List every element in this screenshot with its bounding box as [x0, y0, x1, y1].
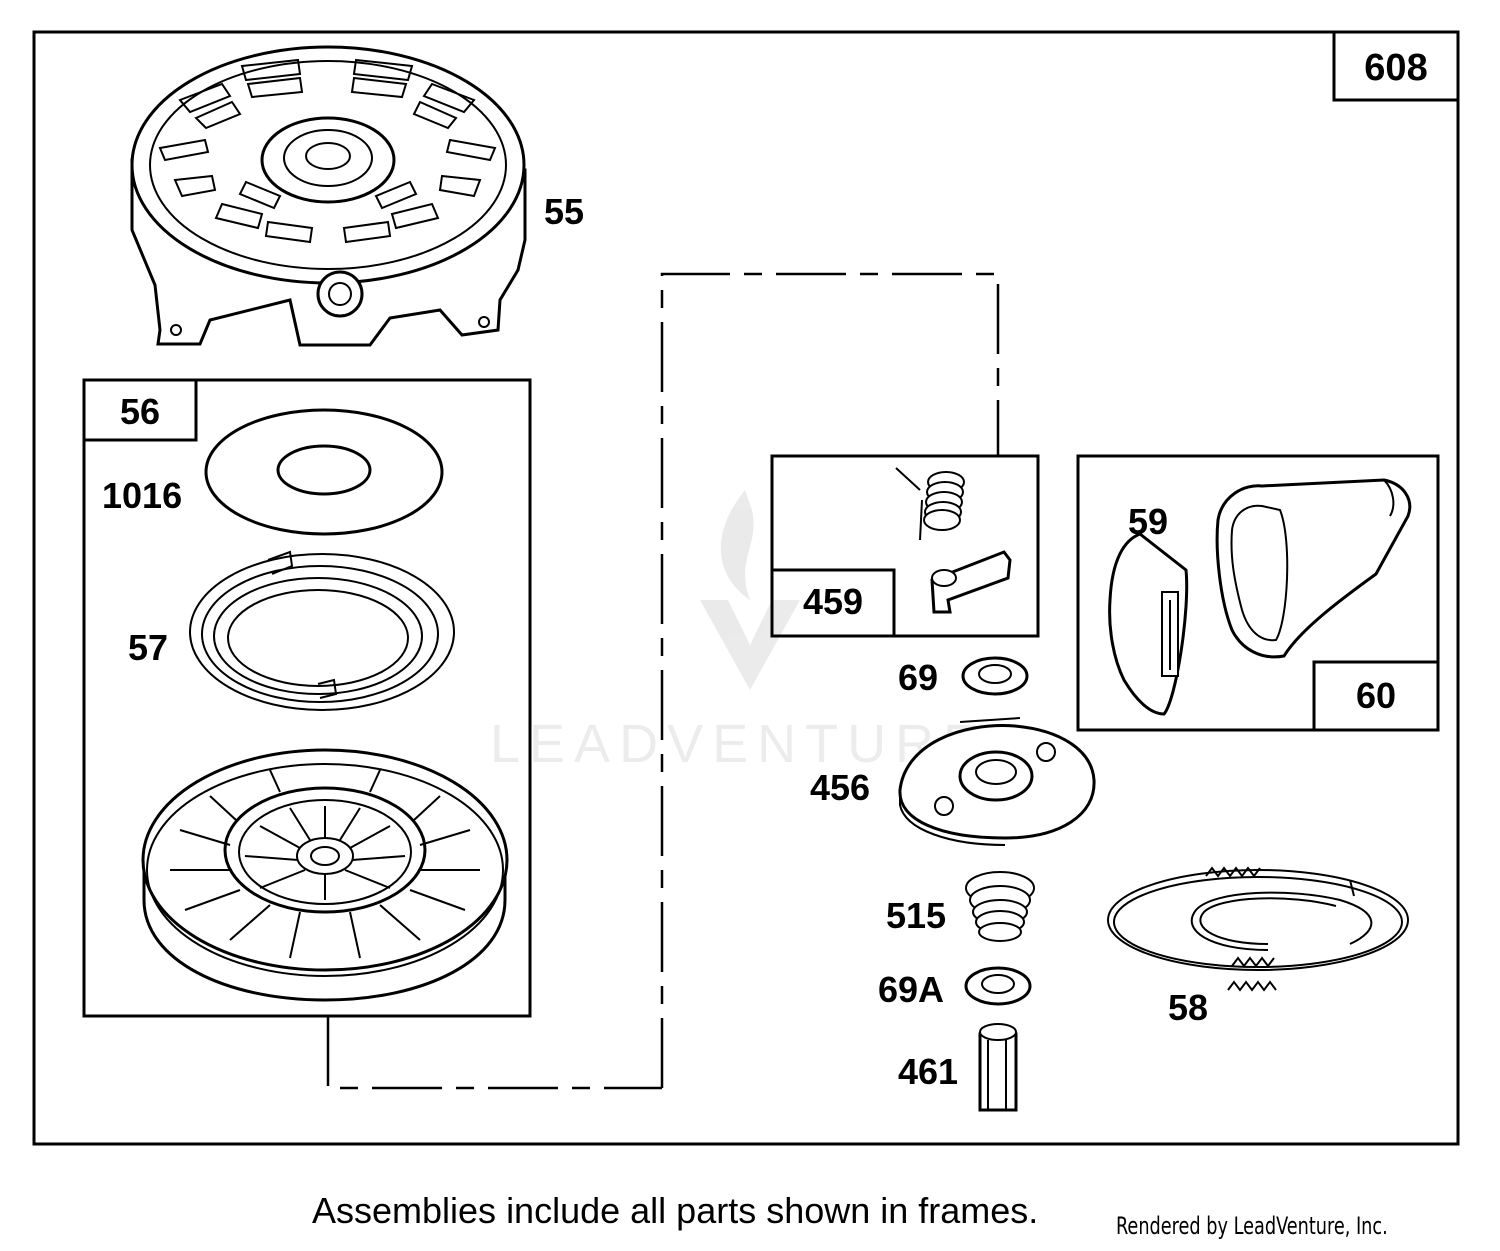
pulley-illustration — [141, 748, 509, 1002]
assembly-60-frame — [1076, 454, 1440, 732]
assembly-459-label-box — [770, 568, 896, 638]
frame-number-box — [1332, 30, 1460, 102]
callout-55: 55 — [544, 191, 584, 232]
outer-frame — [32, 30, 1460, 1146]
callout-59: 59 — [1128, 501, 1168, 542]
leadventure-watermark — [700, 490, 800, 690]
callout-58: 58 — [1168, 987, 1208, 1028]
handle-insert-59-illustration — [1108, 532, 1189, 716]
frame-number: 608 — [1364, 47, 1427, 89]
retainer-456-illustration — [898, 717, 1096, 846]
washer-69a-illustration — [964, 966, 1032, 1006]
callout-456: 456 — [810, 767, 870, 808]
callout-57: 57 — [128, 627, 168, 668]
starter-housing-illustration — [130, 45, 527, 347]
assembly-56-label-box — [82, 378, 198, 442]
callout-56: 56 — [120, 391, 160, 432]
torsion-spring-illustration — [895, 467, 965, 541]
watermark-text: LEADVENTURE — [490, 714, 988, 774]
assembly-56-frame — [82, 378, 532, 1018]
spring-515-illustration — [965, 871, 1035, 942]
callout-69: 69 — [898, 657, 938, 698]
connector-line-bottom — [326, 1016, 662, 1090]
washer-1016-illustration — [204, 408, 444, 536]
assembly-459-frame — [770, 454, 1040, 638]
callout-60: 60 — [1356, 675, 1396, 716]
callout-461: 461 — [898, 1051, 958, 1092]
dog-pawl-illustration — [930, 550, 1012, 614]
washer-69-illustration — [961, 656, 1029, 696]
connector-line-top — [660, 272, 1000, 1088]
rewind-spring-57-illustration — [189, 550, 455, 711]
callout-515: 515 — [886, 895, 946, 936]
callout-1016: 1016 — [102, 475, 182, 516]
footer-note: Assemblies include all parts shown in fr… — [312, 1190, 1039, 1231]
callout-459: 459 — [803, 581, 863, 622]
starter-rope-58-illustration — [1107, 866, 1409, 992]
starter-handle-illustration — [1215, 478, 1412, 659]
pin-461-illustration — [978, 1023, 1018, 1112]
assembly-60-label-box — [1312, 660, 1440, 732]
callout-69a: 69A — [878, 969, 944, 1010]
footer-credit: Rendered by LeadVenture, Inc. — [1116, 1212, 1388, 1240]
